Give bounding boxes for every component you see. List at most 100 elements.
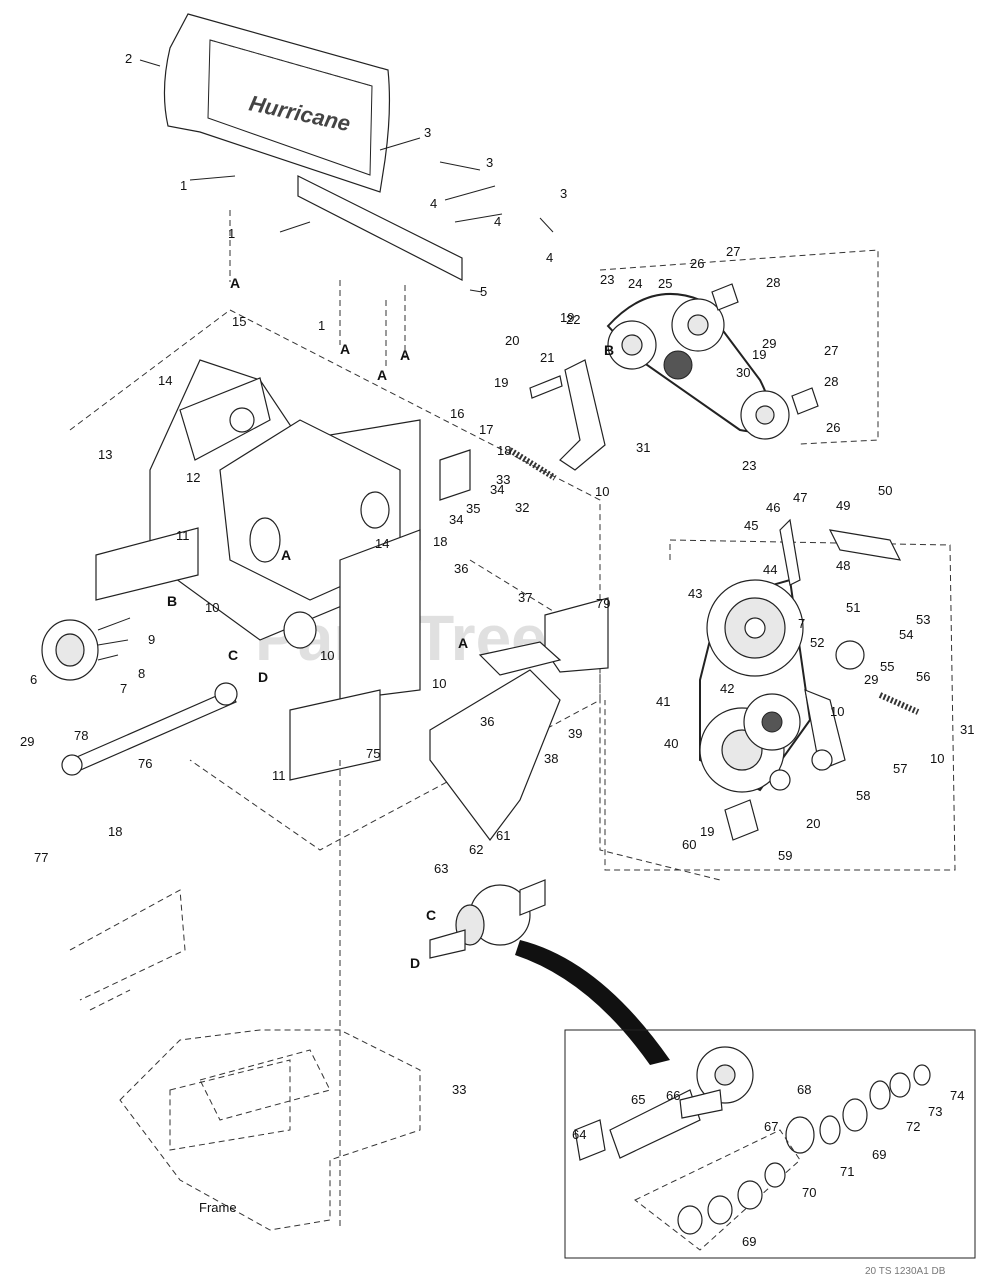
callout-4: 4 <box>546 250 553 265</box>
callout-15: 15 <box>232 314 246 329</box>
callout-17: 17 <box>479 422 493 437</box>
callout-36: 36 <box>454 561 468 576</box>
callout-18: 18 <box>497 443 511 458</box>
callout-10: 10 <box>830 704 844 719</box>
callout-1: 1 <box>180 178 187 193</box>
callout-22: 22 <box>566 312 580 327</box>
reference-letter-b: B <box>604 342 614 358</box>
callout-12: 12 <box>186 470 200 485</box>
upper-belt-drive <box>606 283 819 440</box>
callout-10: 10 <box>595 484 609 499</box>
callout-19: 19 <box>752 347 766 362</box>
callout-7: 7 <box>120 681 127 696</box>
callout-67: 67 <box>764 1119 778 1134</box>
callout-23: 23 <box>600 272 614 287</box>
idler-arm <box>559 359 606 471</box>
callout-26: 26 <box>690 256 704 271</box>
callout-29: 29 <box>864 672 878 687</box>
callout-10: 10 <box>205 600 219 615</box>
drive-shaft <box>61 682 238 776</box>
callout-20: 20 <box>806 816 820 831</box>
callout-18: 18 <box>433 534 447 549</box>
hub-detail-inset: 20 TS 1230A1 DB <box>564 1029 976 1277</box>
callout-58: 58 <box>856 788 870 803</box>
callout-4: 4 <box>494 214 501 229</box>
callout-33: 33 <box>452 1082 466 1097</box>
callout-19: 19 <box>700 824 714 839</box>
callout-42: 42 <box>720 681 734 696</box>
callout-25: 25 <box>658 276 672 291</box>
callout-79: 79 <box>596 596 610 611</box>
callout-48: 48 <box>836 558 850 573</box>
center-hub <box>429 879 670 1065</box>
callout-69: 69 <box>872 1147 886 1162</box>
callout-32: 32 <box>515 500 529 515</box>
callout-77: 77 <box>34 850 48 865</box>
callout-2: 2 <box>125 51 132 66</box>
callout-37: 37 <box>518 590 532 605</box>
callout-50: 50 <box>878 483 892 498</box>
callout-29: 29 <box>20 734 34 749</box>
callout-30: 30 <box>736 365 750 380</box>
callout-69: 69 <box>742 1234 756 1249</box>
callout-4: 4 <box>430 196 437 211</box>
callout-59: 59 <box>778 848 792 863</box>
callout-68: 68 <box>797 1082 811 1097</box>
reference-letter-a: A <box>400 347 410 363</box>
callout-56: 56 <box>916 669 930 684</box>
lower-frame-assembly <box>119 760 421 1231</box>
callout-29: 29 <box>762 336 776 351</box>
drawing-code: 20 TS 1230A1 DB <box>865 1266 946 1277</box>
reference-letter-a: A <box>458 635 468 651</box>
reference-letter-a: A <box>281 547 291 563</box>
callout-13: 13 <box>98 447 112 462</box>
callout-71: 71 <box>840 1164 854 1179</box>
callout-57: 57 <box>893 761 907 776</box>
callout-31: 31 <box>960 722 974 737</box>
callout-23: 23 <box>742 458 756 473</box>
callout-3: 3 <box>424 125 431 140</box>
reference-letter-a: A <box>377 367 387 383</box>
callout-38: 38 <box>544 751 558 766</box>
mounting-bracket <box>297 175 463 281</box>
callout-51: 51 <box>846 600 860 615</box>
callout-43: 43 <box>688 586 702 601</box>
callout-35: 35 <box>466 501 480 516</box>
callout-18: 18 <box>108 824 122 839</box>
reference-letter-b: B <box>167 593 177 609</box>
callout-5: 5 <box>480 284 487 299</box>
callout-19: 19 <box>560 310 574 325</box>
callout-14: 14 <box>158 373 172 388</box>
callout-6: 6 <box>30 672 37 687</box>
callout-11: 11 <box>176 528 190 543</box>
callout-28: 28 <box>766 275 780 290</box>
callout-36: 36 <box>480 714 494 729</box>
callout-33: 33 <box>496 472 510 487</box>
callout-61: 61 <box>496 828 510 843</box>
callout-45: 45 <box>744 518 758 533</box>
lower-belt-drive <box>699 578 865 841</box>
flange-hub <box>41 617 131 681</box>
tension-spring <box>508 447 557 481</box>
callout-labels: 1112333444567789101010101010111112131414… <box>20 51 974 1249</box>
callout-21: 21 <box>540 350 554 365</box>
callout-74: 74 <box>950 1088 964 1103</box>
frame-label: Frame <box>199 1200 237 1215</box>
callout-10: 10 <box>320 648 334 663</box>
callout-60: 60 <box>682 837 696 852</box>
callout-63: 63 <box>434 861 448 876</box>
callout-78: 78 <box>74 728 88 743</box>
callout-31: 31 <box>636 440 650 455</box>
callout-39: 39 <box>568 726 582 741</box>
reference-letter-c: C <box>426 907 436 923</box>
callout-41: 41 <box>656 694 670 709</box>
callout-11: 11 <box>272 768 286 783</box>
belt-guard-trough <box>429 669 561 841</box>
callout-3: 3 <box>486 155 493 170</box>
callout-10: 10 <box>930 751 944 766</box>
callout-52: 52 <box>810 635 824 650</box>
reference-letter-a: A <box>340 341 350 357</box>
callout-10: 10 <box>432 676 446 691</box>
